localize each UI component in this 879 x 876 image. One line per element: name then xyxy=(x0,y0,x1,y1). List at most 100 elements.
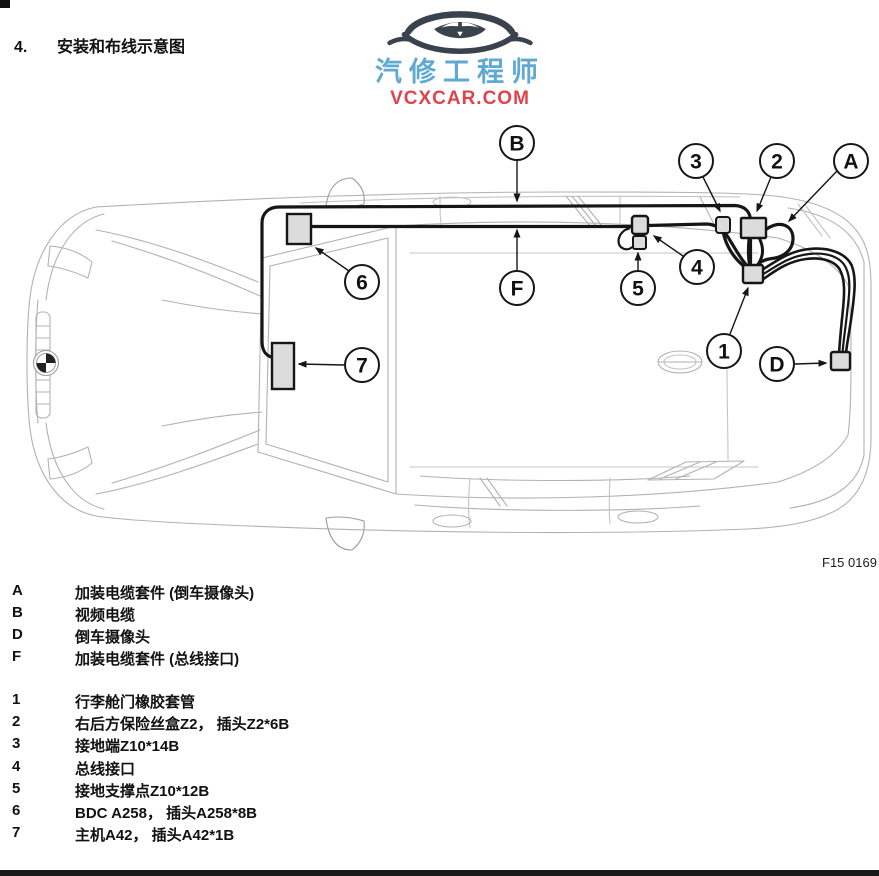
callout-D: D xyxy=(759,346,828,382)
car-logo-icon xyxy=(387,11,533,54)
legend-key: 4 xyxy=(12,757,21,775)
legend-key: D xyxy=(12,625,23,643)
callout-F: F xyxy=(499,228,535,306)
page-corner-mark xyxy=(0,0,10,8)
callout-circle xyxy=(344,347,380,383)
car-outline xyxy=(26,177,872,551)
callout-2: 2 xyxy=(756,143,795,213)
video-cable-B xyxy=(260,203,753,360)
callout-label: F xyxy=(511,278,524,301)
legend-text: 接地支撑点Z10*12B xyxy=(75,782,210,800)
callout-arrow xyxy=(314,247,350,272)
page-bottom-bar xyxy=(0,870,879,876)
callout-4: 4 xyxy=(652,235,715,285)
legend-item-4: 4 总线接口 xyxy=(12,758,289,780)
callout-label: 1 xyxy=(718,341,730,364)
callout-1: 1 xyxy=(706,286,749,369)
callout-circle xyxy=(620,270,656,306)
legend-text: 行李舱门橡胶套管 xyxy=(75,694,196,711)
ground-wire-3 xyxy=(721,231,745,267)
callout-circle xyxy=(759,143,795,179)
legend-item-1: 1 行李舱门橡胶套管 xyxy=(12,691,289,713)
callout-arrow xyxy=(297,360,345,368)
callout-arrow xyxy=(794,359,828,367)
callout-arrow xyxy=(652,235,684,257)
callout-circle xyxy=(678,143,714,179)
ground-support-point xyxy=(632,235,647,250)
callout-A: A xyxy=(787,143,869,223)
legend-item-B: B 视频电缆 xyxy=(12,604,254,626)
callout-6: 6 xyxy=(314,247,380,300)
legend-text: 加装电缆套件 (倒车摄像头) xyxy=(75,585,255,602)
callout-label: B xyxy=(509,133,524,156)
callout-label: D xyxy=(769,354,784,377)
callout-arrow xyxy=(787,170,838,223)
section-title: 安装和布线示意图 xyxy=(57,39,186,56)
legend-key: B xyxy=(12,603,23,621)
callout-circle xyxy=(706,333,742,369)
logo-domain-text: VCXCAR.COM xyxy=(390,88,530,109)
legend-item-F: F 加装电缆套件 (总线接口) xyxy=(12,648,254,670)
figure-code: F15 0169 xyxy=(822,555,877,570)
callout-arrow xyxy=(729,286,749,335)
callout-B: B xyxy=(499,125,535,203)
legend-key: F xyxy=(12,647,22,665)
watermark-logo: 汽修工程师 VCXCAR.COM xyxy=(355,4,565,108)
legend-text: 接地端Z10*14B xyxy=(75,738,180,756)
callout-circle xyxy=(679,249,715,285)
ground-wire-5 xyxy=(617,227,635,251)
callout-label: 2 xyxy=(771,151,783,174)
retrofit-cable-F-right xyxy=(646,222,748,267)
legend-key: 6 xyxy=(12,801,21,819)
camera-ribbon-2 xyxy=(762,252,851,356)
callout-5: 5 xyxy=(620,251,656,306)
legend-item-7: 7 主机A42， 插头A42*1B xyxy=(12,824,289,846)
callout-label: 4 xyxy=(691,257,703,280)
fusebox-wire-a xyxy=(746,237,751,267)
section-heading: 4. 安装和布线示意图 xyxy=(14,33,185,57)
legend-key: 3 xyxy=(12,735,21,753)
fuse-box-plug xyxy=(739,216,768,240)
callout-arrow xyxy=(756,176,772,213)
legend-item-5: 5 接地支撑点Z10*12B xyxy=(12,780,289,802)
callout-layer: B 3 2 A 4 5 F 6 7 1D xyxy=(297,125,869,383)
legend-text: 总线接口 xyxy=(75,760,136,778)
legend-key: 1 xyxy=(12,691,21,708)
rear-camera xyxy=(829,350,852,372)
logo-brand-text: 汽修工程师 xyxy=(375,57,545,87)
callout-circle xyxy=(344,264,380,300)
legend-text: 加装电缆套件 (总线接口) xyxy=(75,650,240,668)
legend-key: 2 xyxy=(12,713,21,731)
legend-text: 主机A42， 插头A42*1B xyxy=(75,827,235,845)
callout-circle xyxy=(499,125,535,161)
component-head-unit-a42 xyxy=(270,341,296,391)
callout-7: 7 xyxy=(297,347,380,383)
legend-key: A xyxy=(12,582,23,599)
components xyxy=(270,212,852,391)
callout-label: 3 xyxy=(690,151,702,174)
callout-label: 7 xyxy=(356,355,368,378)
section-number: 4. xyxy=(14,39,28,56)
callout-3: 3 xyxy=(678,143,721,213)
tailgate-grommet xyxy=(741,263,765,285)
camera-ribbon-1 xyxy=(762,247,856,355)
component-bdc-a258 xyxy=(285,212,313,246)
legend-text: BDC A258， 插头A258*8B xyxy=(75,804,258,822)
callout-circle xyxy=(759,346,795,382)
legend-item-A: A 加装电缆套件 (倒车摄像头) xyxy=(12,582,254,604)
callout-circle xyxy=(499,270,535,306)
legend-item-3: 3 接地端Z10*14B xyxy=(12,735,289,757)
callout-circle xyxy=(833,143,869,179)
callout-label: A xyxy=(843,151,858,174)
legend-text: 视频电缆 xyxy=(75,606,136,624)
callout-label: 6 xyxy=(356,272,368,295)
cable-harness xyxy=(260,203,856,360)
callout-label: 5 xyxy=(632,278,644,301)
legend-key: 7 xyxy=(12,824,21,842)
legend-key: 5 xyxy=(12,779,21,797)
